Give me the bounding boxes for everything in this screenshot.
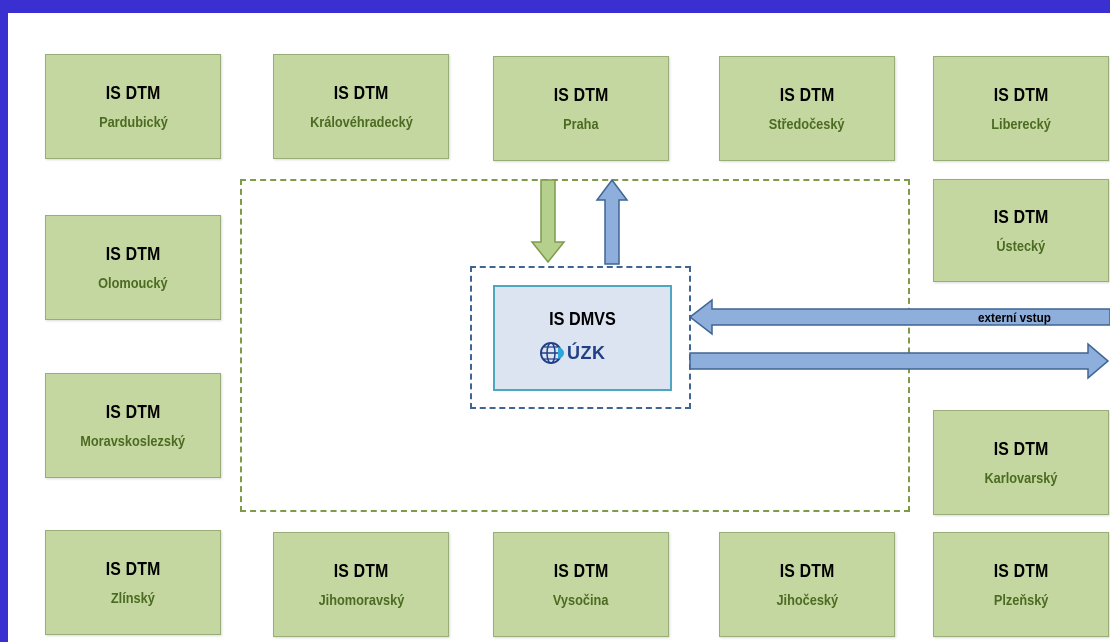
box-liberecky: IS DTM Liberecký xyxy=(933,56,1109,161)
box-olomoucky: IS DTM Olomoucký xyxy=(45,215,221,320)
cuzk-globe-icon xyxy=(540,342,564,364)
box-praha: IS DTM Praha xyxy=(493,56,669,161)
arrows-layer xyxy=(530,178,1110,380)
region-name: Karlovarský xyxy=(984,469,1058,487)
cuzk-logo-text: ÚZK xyxy=(567,342,606,363)
box-title: IS DTM xyxy=(553,560,609,581)
region-name: Plzeňský xyxy=(993,591,1049,609)
arrow-external-output xyxy=(689,342,1110,380)
box-title: IS DTM xyxy=(105,82,161,103)
box-stredocesky: IS DTM Středočeský xyxy=(719,56,895,161)
box-karlovarsky: IS DTM Karlovarský xyxy=(933,410,1109,515)
diagram-canvas: IS DMVS ÚZK externí vstup IS DTM Pardubi… xyxy=(8,13,1110,642)
box-jihomoravsky: IS DTM Jihomoravský xyxy=(273,532,449,637)
external-input-label: externí vstup xyxy=(978,310,1051,325)
region-name: Liberecký xyxy=(991,115,1051,133)
region-name: Pardubický xyxy=(98,113,168,131)
box-title: IS DTM xyxy=(993,206,1049,227)
is-dmvs-box: IS DMVS ÚZK xyxy=(493,285,672,391)
box-title: IS DTM xyxy=(553,84,609,105)
box-title: IS DTM xyxy=(993,438,1049,459)
box-title: IS DTM xyxy=(333,82,389,103)
region-name: Jihočeský xyxy=(776,591,838,609)
box-title: IS DTM xyxy=(105,243,161,264)
box-jihocesky: IS DTM Jihočeský xyxy=(719,532,895,637)
region-name: Vysočina xyxy=(553,591,609,609)
box-title: IS DTM xyxy=(105,558,161,579)
box-title: IS DTM xyxy=(779,560,835,581)
box-zlinsky: IS DTM Zlínský xyxy=(45,530,221,635)
box-ustecky: IS DTM Ústecký xyxy=(933,179,1109,282)
dtm-boundary xyxy=(240,179,910,512)
region-name: Zlínský xyxy=(111,589,155,607)
box-title: IS DTM xyxy=(779,84,835,105)
box-plzensky: IS DTM Plzeňský xyxy=(933,532,1109,637)
region-name: Královéhradecký xyxy=(309,113,413,131)
is-dmvs-title: IS DMVS xyxy=(549,309,616,329)
dmvs-boundary xyxy=(470,266,691,409)
box-vysocina: IS DTM Vysočina xyxy=(493,532,669,637)
box-title: IS DTM xyxy=(993,560,1049,581)
box-moravskoslezsky: IS DTM Moravskoslezský xyxy=(45,373,221,478)
region-name: Olomoucký xyxy=(98,274,168,292)
arrow-down-to-dmvs xyxy=(530,179,566,264)
region-name: Ústecký xyxy=(996,237,1046,255)
box-title: IS DTM xyxy=(333,560,389,581)
region-name: Moravskoslezský xyxy=(80,432,186,450)
box-title: IS DTM xyxy=(993,84,1049,105)
arrow-external-input xyxy=(688,298,1110,336)
region-name: Jihomoravský xyxy=(318,591,404,609)
box-title: IS DTM xyxy=(105,401,161,422)
box-kralovehradecky: IS DTM Královéhradecký xyxy=(273,54,449,159)
region-name: Praha xyxy=(563,115,599,133)
arrow-up-from-dmvs xyxy=(595,178,629,265)
box-pardubicky: IS DTM Pardubický xyxy=(45,54,221,159)
region-name: Středočeský xyxy=(769,115,845,133)
cuzk-logo: ÚZK xyxy=(540,341,606,365)
